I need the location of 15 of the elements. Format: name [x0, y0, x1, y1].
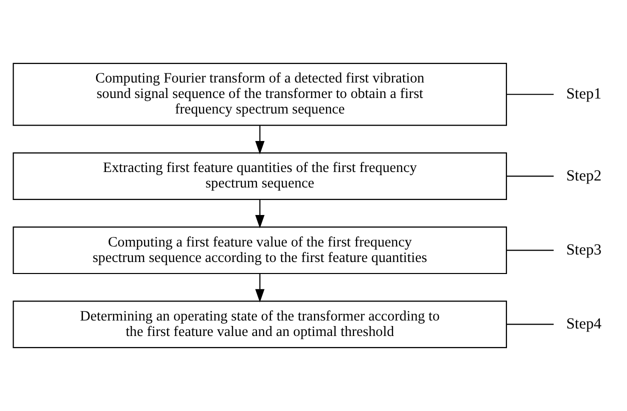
node-text: Step2 [566, 167, 602, 184]
connector [506, 250, 554, 251]
node-text: Step1 [566, 85, 602, 102]
node-box: Determining an operating state of the transformer according to the first feature value and an optimal threshold [12, 300, 507, 348]
node-box: Computing a first feature value of the first frequency spectrum sequence according to the first feature quantities [12, 226, 507, 274]
node-text: Step3 [566, 241, 602, 258]
arrow [255, 126, 265, 154]
node-text: Step4 [566, 315, 602, 332]
connector [506, 176, 554, 177]
connector [506, 94, 554, 95]
arrow [255, 200, 265, 228]
node-box: Computing Fourier transform of a detected first vibration sound signal sequence of the transformer to obtain a first frequency spectrum sequence [12, 62, 507, 126]
arrow [255, 274, 265, 302]
node-box: Extracting first feature quantities of the first frequency spectrum sequence [12, 152, 507, 200]
connector [506, 324, 554, 325]
